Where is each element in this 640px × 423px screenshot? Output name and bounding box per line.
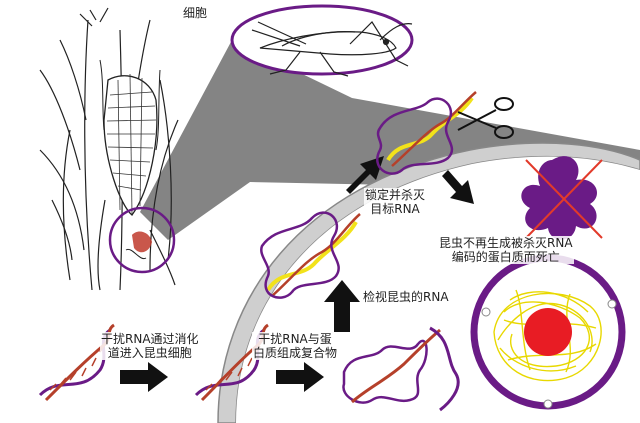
arrow-diag-up <box>346 156 384 194</box>
corn-cob <box>99 59 161 216</box>
rna-protein-complex <box>342 326 460 412</box>
label-lock-line1: 锁定并杀灭 <box>365 188 426 202</box>
damage-spot <box>132 231 152 253</box>
label-result-line2: 编码的蛋白质而死亡 <box>451 250 560 264</box>
dead-protein-blob <box>521 156 603 240</box>
arrow-right-1 <box>120 362 168 392</box>
arrow-diag-down <box>442 170 474 204</box>
label-result: 昆虫不再生成被杀灭RNA 编码的蛋白质而死亡 <box>438 236 574 264</box>
label-step1-line2: 道进入昆虫细胞 <box>107 346 192 360</box>
grasshopper-drawing <box>251 21 413 77</box>
label-cell: 细胞 <box>182 6 209 20</box>
label-step2: 干扰RNA与蛋 白质组成复合物 <box>252 332 339 360</box>
label-scan: 检视昆虫的RNA <box>362 290 450 304</box>
arrow-right-2 <box>276 362 324 392</box>
rna-target-helix <box>376 91 477 175</box>
corn-plant-drawing <box>39 7 179 291</box>
label-lock: 锁定并杀灭 目标RNA <box>364 188 427 216</box>
scissors-icon <box>457 97 514 139</box>
damage-circle <box>108 206 176 274</box>
zoom-beam <box>140 40 640 240</box>
label-result-line1: 昆虫不再生成被杀灭RNA <box>439 236 573 250</box>
rna-scan-helix <box>260 211 361 299</box>
arrow-up <box>324 280 360 332</box>
label-lock-line2: 目标RNA <box>370 202 420 216</box>
label-step1: 干扰RNA通过消化 道进入昆虫细胞 <box>100 332 200 360</box>
label-step2-line1: 干扰RNA与蛋 <box>258 332 332 346</box>
label-step1-line1: 干扰RNA通过消化 <box>101 332 199 346</box>
label-step2-line2: 白质组成复合物 <box>253 346 338 360</box>
cell-nucleus <box>470 254 626 410</box>
